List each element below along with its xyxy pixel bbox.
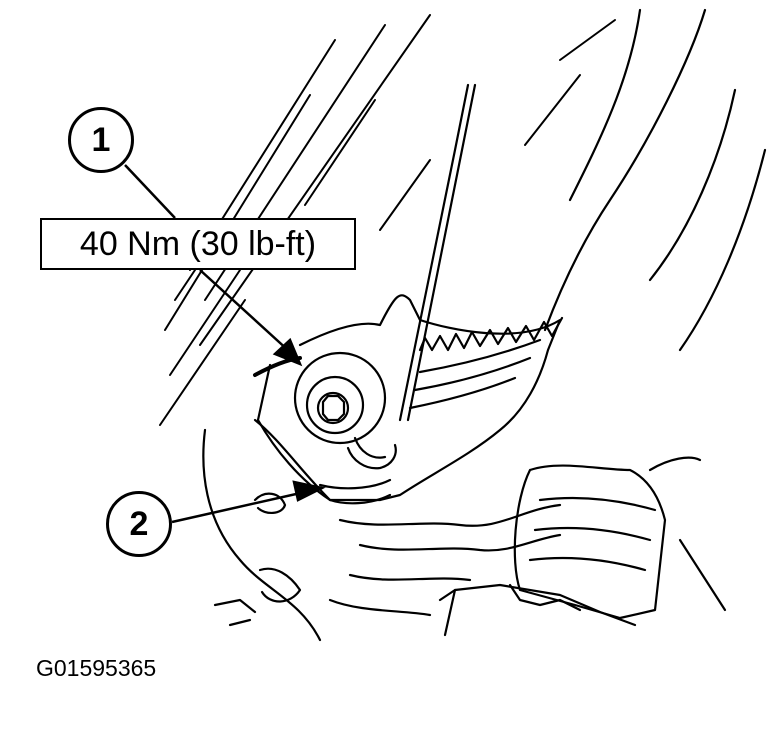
- callout-2-number: 2: [129, 504, 149, 543]
- callout-1: 1: [68, 107, 134, 173]
- belt-guide-rod: [398, 83, 477, 422]
- belt-webbing: [513, 464, 667, 620]
- leader-line-2: [171, 490, 306, 524]
- anchor-bracket: [253, 294, 562, 502]
- figure-id: G01595365: [36, 655, 157, 681]
- callout-2: 2: [106, 491, 172, 557]
- pillar-trim-outline: [202, 428, 322, 642]
- leader-line-spec: [199, 269, 291, 353]
- anchor-bolt-head: [293, 351, 387, 445]
- torque-spec-box: 40 Nm (30 lb-ft): [40, 218, 356, 270]
- leader-arrowhead-2: [292, 480, 326, 502]
- torque-spec-label: 40 Nm (30 lb-ft): [79, 224, 317, 263]
- leader-line-1: [124, 164, 176, 219]
- callout-1-number: 1: [91, 120, 111, 159]
- leader-arrowhead-1: [272, 337, 303, 367]
- serrated-edge: [418, 316, 564, 352]
